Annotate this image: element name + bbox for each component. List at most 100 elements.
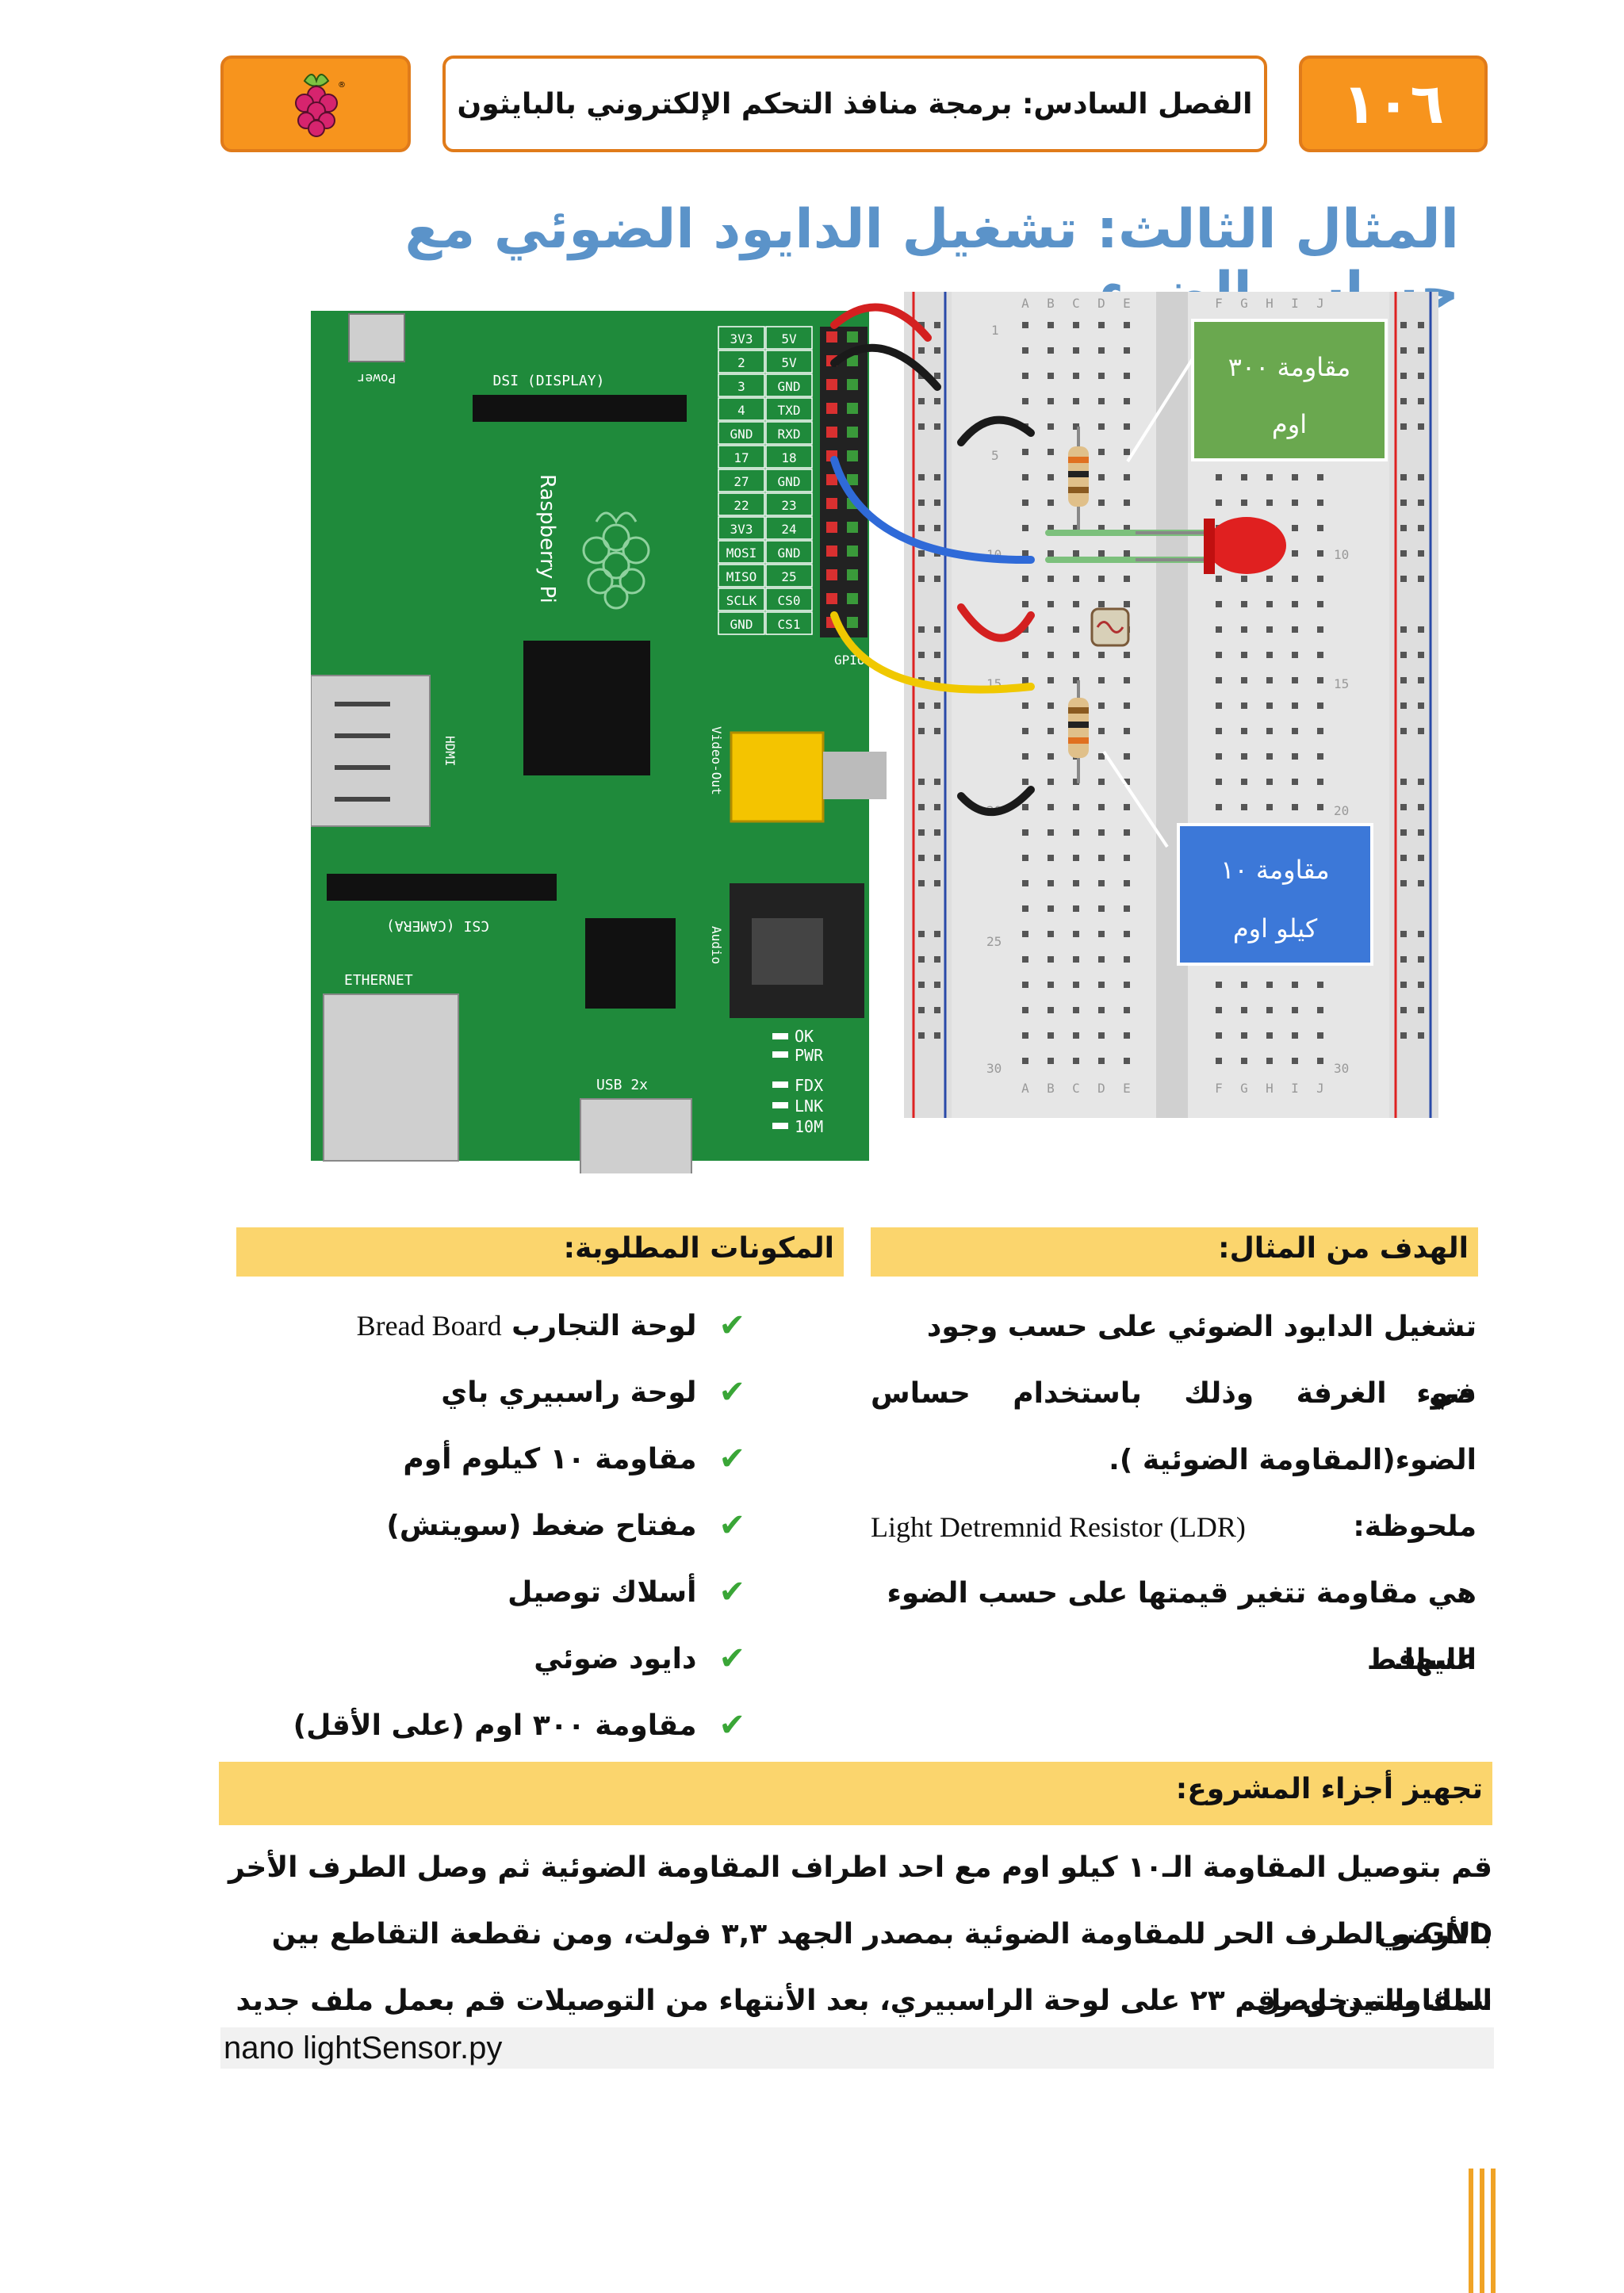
board-raspberry-logo [582,511,650,610]
rail-hole [1418,855,1424,861]
rail-hole [1418,576,1424,582]
gpio-pin-label: 23 [781,498,796,513]
resistor-300 [1068,427,1089,530]
gpio-pin-label: 2 [737,355,745,370]
rail-hole [1418,652,1424,658]
breadboard-hole [1098,753,1105,760]
gpio-pin-label: TXD [778,403,801,418]
gpio-pin-label: 3V3 [730,522,753,537]
note-label: ملحوظة: [1353,1510,1477,1543]
breadboard-hole [1292,500,1298,506]
breadboard-hole [1292,474,1298,480]
gpio-pin-label: CS1 [778,617,801,632]
breadboard-hole [1266,1058,1273,1064]
check-icon: ✔ [718,1441,745,1477]
breadboard-hole [1241,626,1247,633]
breadboard-hole [1073,550,1079,557]
goal-word: في [1429,1377,1477,1410]
ldr-sensor [1090,607,1130,647]
breadboard-hole [1216,576,1222,582]
breadboard-hole [1073,677,1079,683]
gpio-pin [847,427,858,438]
note-line: ملحوظة: Light Detremnid Resistor (LDR) [871,1494,1477,1560]
breadboard-hole [1098,728,1105,734]
gpio-pin-label: 3V3 [730,331,753,346]
component-item: ✔ مفتاح ضغط (سويتش) [386,1502,745,1549]
rail-hole [1400,373,1407,379]
breadboard-hole [1241,753,1247,760]
resistor-10k [1068,680,1089,783]
led-ok: OK [795,1027,814,1046]
rail-hole [918,855,925,861]
breadboard-hole [1292,753,1298,760]
breadboard-hole [1216,474,1222,480]
breadboard-hole [1292,982,1298,988]
rail-hole [934,931,940,937]
breadboard-hole [1098,880,1105,886]
breadboard-hole [1073,1032,1079,1039]
chapter-title: الفصل السادس: برمجة منافذ التحكم الإلكتر… [442,56,1267,152]
rail-hole [1418,829,1424,836]
component-item: ✔ لوحة التجارب Bread Board [357,1302,745,1349]
rail-hole [934,728,940,734]
breadboard-hole [1292,626,1298,633]
breadboard-hole [1022,829,1028,836]
rail-hole [934,677,940,683]
breadboard-hole [1048,500,1054,506]
row-label-1: 1 [991,323,999,338]
breadboard-hole [1098,829,1105,836]
label-brand: Raspberry Pi [535,474,559,603]
breadboard-hole [1241,474,1247,480]
breadboard-hole [1048,956,1054,963]
rail-hole [1418,779,1424,785]
gpio-label-cell [718,421,765,445]
rail-hole [1418,423,1424,430]
col-label-a: A [1021,296,1029,311]
component-label: أسلاك توصيل [508,1575,697,1609]
rail-hole [1400,652,1407,658]
gpio-label-cell [718,492,765,516]
rail-hole [1400,728,1407,734]
breadboard-hole [1317,702,1323,709]
breadboard-hole [1022,322,1028,328]
breadboard-hole [1216,1058,1222,1064]
raspberry-pi-logo-icon: ® [295,74,346,137]
breadboard-hole [1098,1007,1105,1013]
rail-hole [934,474,940,480]
breadboard-hole [1022,1032,1028,1039]
breadboard-hole [1124,982,1130,988]
breadboard-hole [1216,702,1222,709]
svg-text:®: ® [338,81,346,90]
goal-line: الضوء(المقاومة الضوئية ). [1109,1444,1477,1476]
gpio-pin-label: 25 [781,569,796,584]
breadboard-hole [1124,1007,1130,1013]
rail-hole [918,829,925,836]
breadboard-hole [1022,702,1028,709]
gpio-label-cell [765,445,813,469]
breadboard-hole [1124,322,1130,328]
gpio-pin [826,593,837,604]
breadboard-hole [1048,322,1054,328]
gpio-pin [847,450,858,461]
breadboard-hole [1292,702,1298,709]
rail-hole [918,576,925,582]
component-label-en: Bread Board [356,1310,502,1342]
breadboard-hole [1124,601,1130,607]
breadboard-hole [1124,550,1130,557]
status-leds: OK PWR FDX LNK 10M [772,1027,824,1136]
breadboard-hole [1048,982,1054,988]
breadboard-hole [1073,829,1079,836]
breadboard-hole [1098,449,1105,455]
breadboard-hole [1098,779,1105,785]
breadboard-hole [1098,500,1105,506]
wire-red-mid [957,603,1035,642]
gpio-pin [826,403,837,414]
wire-yellow [830,611,1035,694]
gpio-pin-label: GND [778,545,801,561]
breadboard-hole [1048,373,1054,379]
breadboard-hole [1216,982,1222,988]
rail-hole [918,956,925,963]
breadboard-hole [1292,652,1298,658]
rail-hole [918,728,925,734]
gpio-pin-label: 18 [781,450,796,465]
